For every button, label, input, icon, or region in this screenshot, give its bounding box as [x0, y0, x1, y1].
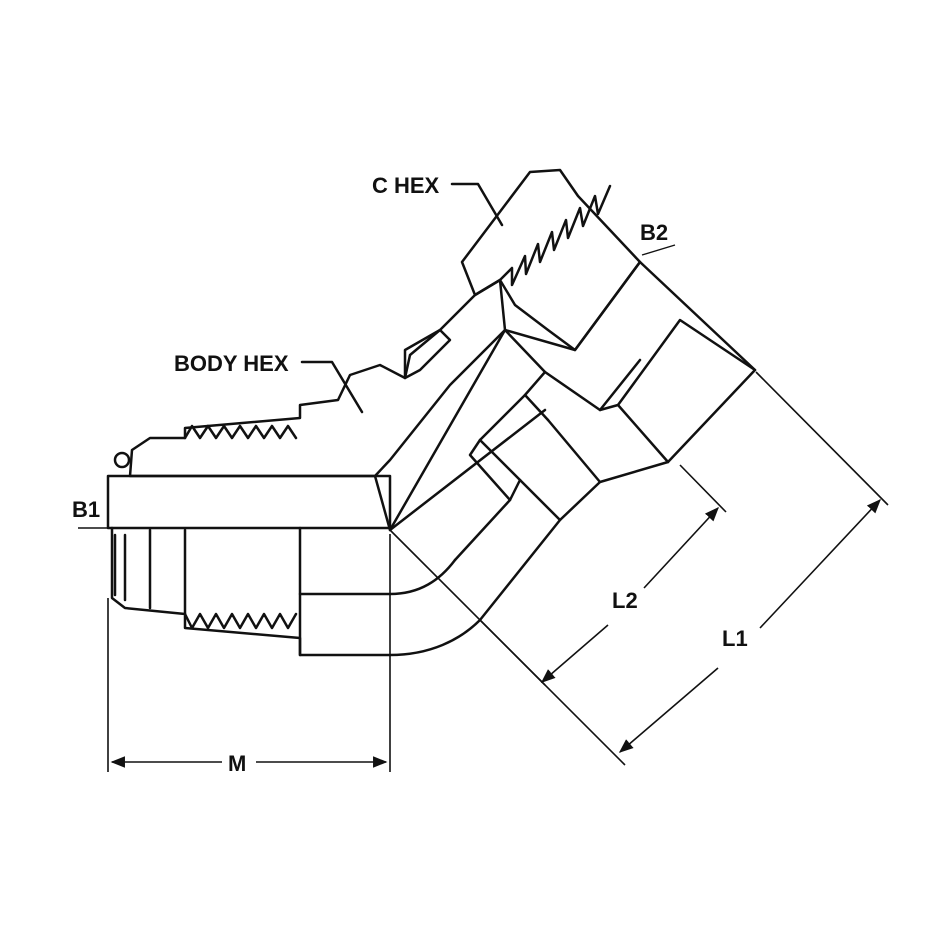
male-leg: [106, 474, 482, 657]
body-hatch: [128, 278, 507, 478]
c-hex-hatch: [460, 168, 642, 352]
dimension-m: [107, 534, 391, 772]
female-leg-outline: [373, 260, 757, 622]
lower-thread-teeth: [183, 612, 298, 630]
c-hex-label: C HEX: [372, 173, 440, 198]
body-hex-leader: [300, 360, 364, 414]
c-hex-leader: [450, 182, 504, 227]
male-leg-lower: [110, 526, 392, 657]
l1-label: L1: [722, 626, 748, 651]
dimension-l1: [389, 371, 889, 766]
body-hex-step: [403, 328, 452, 380]
b1-label: B1: [72, 497, 100, 522]
m-label: M: [228, 751, 246, 776]
l2-label: L2: [612, 588, 638, 613]
inner-bore-curve: [388, 558, 457, 596]
o-ring: [113, 451, 131, 469]
male-thread-teeth: [183, 424, 298, 440]
female-leg: [373, 260, 757, 622]
b2-label: B2: [640, 220, 668, 245]
b2-centerline: [641, 244, 676, 256]
body-hex-label: BODY HEX: [174, 351, 289, 376]
body-section: [113, 168, 642, 478]
male-leg-main: [106, 474, 392, 530]
female-thread-teeth: [498, 184, 612, 287]
